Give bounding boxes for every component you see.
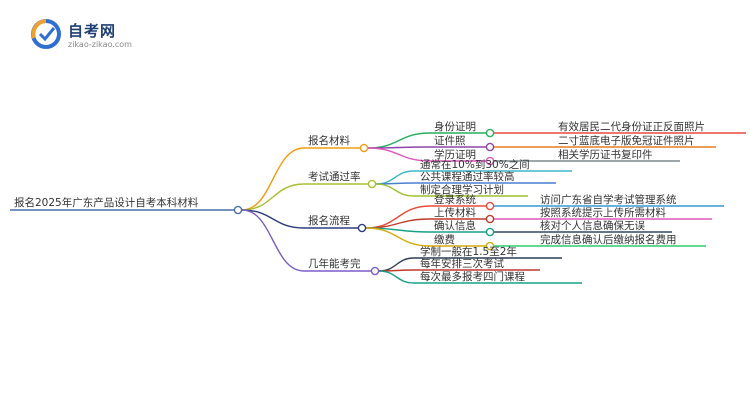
branch-3-child-1-label: 每年安排三次考试 <box>420 257 504 270</box>
branch-1-dot <box>367 179 377 189</box>
branch-1-child-0-link <box>375 170 415 185</box>
branch-1-child-2-label: 制定合理学习计划 <box>420 183 504 196</box>
root-node-dot <box>233 205 243 215</box>
branch-2-child-2-dot <box>485 227 495 237</box>
branch-2-child-0-link <box>365 205 431 229</box>
branch-0-child-0-leaf-label: 有效居民二代身份证正反面照片 <box>558 120 705 133</box>
branch-1-label: 考试通过率 <box>308 170 361 183</box>
branch-2-child-2-leaf-label: 核对个人信息确保无误 <box>540 219 645 232</box>
branch-2-child-3-dot <box>485 241 495 251</box>
branch-0-child-1-dot <box>485 142 495 152</box>
logo-title: 自考网 <box>68 22 117 40</box>
branch-3-link <box>241 209 305 272</box>
branch-1-child-0-label: 通常在10%到30%之间 <box>420 158 530 171</box>
branch-0-child-0-link <box>367 132 431 149</box>
branch-0-child-0-dot <box>485 128 495 138</box>
mind-map-nodes: 报名2025年广东产品设计自考本科材料 报名材料 身份证明 有效居民二代身份证正反面照… <box>14 120 705 283</box>
branch-1-link <box>241 183 305 211</box>
branch-2-child-1-label: 上传材料 <box>434 206 476 219</box>
branch-3-label: 几年能考完 <box>308 257 361 270</box>
branch-0-child-2-leaf-label: 相关学历证书复印件 <box>558 148 653 161</box>
branch-0-dot <box>359 143 369 153</box>
branch-3-child-2-link <box>378 270 415 284</box>
mind-map-links <box>10 132 746 284</box>
branch-1-child-1-label: 公共课程通过率较高 <box>420 170 515 183</box>
site-logo[interactable]: 自考网 zikao-zikao.com <box>30 18 150 54</box>
branch-3-child-2-label: 每次最多报考四门课程 <box>420 270 525 283</box>
root-label: 报名2025年广东产品设计自考本科材料 <box>14 196 199 209</box>
logo-mark-icon <box>31 19 61 49</box>
branch-2-child-3-label: 缴费 <box>434 233 455 246</box>
branch-3-child-0-link <box>378 257 415 272</box>
branch-1-child-2-link <box>375 183 415 197</box>
branch-2-child-1-dot <box>485 214 495 224</box>
branch-2-child-3-link <box>365 227 431 247</box>
logo-url: zikao-zikao.com <box>68 40 132 49</box>
branch-0-child-1-label: 证件照 <box>434 135 466 147</box>
branch-2-child-0-leaf-label: 访问广东省自学考试管理系统 <box>540 193 677 206</box>
branch-3-child-0-label: 学制一般在1.5至2年 <box>420 245 517 258</box>
branch-0-label: 报名材料 <box>308 134 350 147</box>
branch-2-dot <box>357 223 367 233</box>
branch-2-child-0-label: 登录系统 <box>434 193 476 206</box>
branch-2-child-1-leaf-label: 按照系统提示上传所需材料 <box>540 206 666 219</box>
branch-0-link <box>241 147 305 211</box>
branch-2-label: 报名流程 <box>308 214 350 227</box>
branch-2-link <box>241 209 305 229</box>
branch-0-child-1-leaf-label: 二寸蓝底电子版免冠证件照片 <box>558 134 695 147</box>
branch-3-dot <box>370 266 380 276</box>
branch-2-child-0-dot <box>485 201 495 211</box>
branch-0-child-2-dot <box>485 156 495 166</box>
branch-0-child-2-label: 学历证明 <box>434 148 476 161</box>
branch-2-child-2-label: 确认信息 <box>434 219 476 232</box>
branch-0-child-2-link <box>367 147 431 162</box>
branch-0-child-0-label: 身份证明 <box>434 120 476 133</box>
branch-2-child-3-leaf-label: 完成信息确认后缴纳报名费用 <box>540 233 677 246</box>
